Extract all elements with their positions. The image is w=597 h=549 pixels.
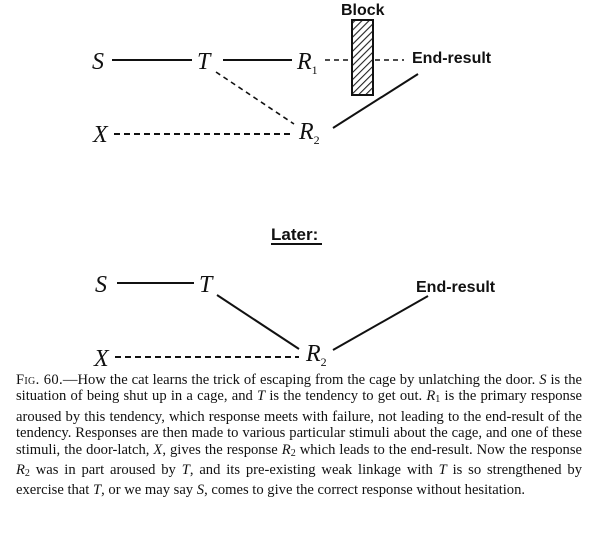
bottom-diagram: Later: S T X R2 End-result <box>93 225 496 372</box>
caption-var-r2-second: R <box>16 462 25 479</box>
caption-text-11: , comes to give the correct response wit… <box>204 482 526 499</box>
node-r2-top-letter: R <box>298 119 314 145</box>
edge-r2-endresult-bottom <box>332 295 429 351</box>
block-label: Block <box>341 2 385 19</box>
caption-var-t-third: T <box>438 462 447 479</box>
figure-label: Fig. 60. <box>16 372 63 388</box>
caption-var-t-second: T <box>181 462 190 479</box>
node-s-top: S <box>92 49 104 75</box>
edge-t-r2-top <box>215 71 295 125</box>
caption-var-s: S <box>539 372 547 388</box>
block-barrier <box>351 19 374 96</box>
caption-text-1: —How the cat learns the trick of escapin… <box>62 372 540 388</box>
caption-var-s-second: S <box>196 482 205 499</box>
node-r2-top-sub: 2 <box>314 133 320 147</box>
node-r2-bottom-letter: R <box>305 341 321 367</box>
caption-var-r2: R <box>281 441 291 458</box>
caption-var-x: X <box>153 441 163 458</box>
figure-caption: Fig. 60.—How the cat learns the trick of… <box>16 372 582 499</box>
node-x-top: X <box>92 122 109 148</box>
node-r2-bottom: R2 <box>305 341 327 369</box>
node-r2-bottom-sub: 2 <box>321 355 327 369</box>
caption-var-t-fourth: T <box>92 482 102 499</box>
node-r1-letter: R <box>296 49 312 75</box>
node-s-bottom: S <box>95 272 107 298</box>
caption-var-r2-second-sub: 2 <box>24 468 30 480</box>
top-diagram: Block S T R1 End-result X R2 <box>92 2 492 148</box>
caption-paragraph: Fig. 60.—How the cat learns the trick of… <box>16 372 582 499</box>
caption-var-r1-sub: 1 <box>435 394 441 406</box>
caption-text-10: , or we may say <box>101 482 197 499</box>
caption-var-r1: R <box>426 388 436 405</box>
edge-r2-endresult-top <box>332 73 419 129</box>
edge-t-r2-bottom <box>216 294 300 350</box>
node-t-top: T <box>197 49 212 75</box>
caption-text-2: is the situation of being shut up in a c… <box>16 372 582 405</box>
node-x-bottom: X <box>93 346 110 372</box>
later-heading: Later: <box>271 225 318 244</box>
node-r2-top: R2 <box>298 119 320 147</box>
caption-text-5: , gives the response <box>162 441 282 458</box>
caption-text-3: is the tendency to get out. <box>265 388 427 405</box>
learning-diagram: Block S T R1 End-result X R2 Later: S T … <box>92 2 496 372</box>
caption-var-r2-sub: 2 <box>290 447 296 459</box>
node-r1-sub: 1 <box>312 63 318 77</box>
caption-text-9: is so strengthened by exercise that <box>16 462 583 499</box>
node-r1: R1 <box>296 49 318 77</box>
caption-text-6: which leads to the end-result. Now the r… <box>295 441 582 458</box>
end-result-bottom: End-result <box>416 279 496 296</box>
end-result-top: End-result <box>412 50 492 67</box>
caption-var-t: T <box>257 388 266 405</box>
caption-text-4: is the primary response aroused by this … <box>16 388 582 458</box>
node-t-bottom: T <box>199 272 214 298</box>
caption-text-8: , and its pre-existing weak linkage with <box>189 462 439 479</box>
caption-text-7: was in part aroused by <box>29 462 182 479</box>
